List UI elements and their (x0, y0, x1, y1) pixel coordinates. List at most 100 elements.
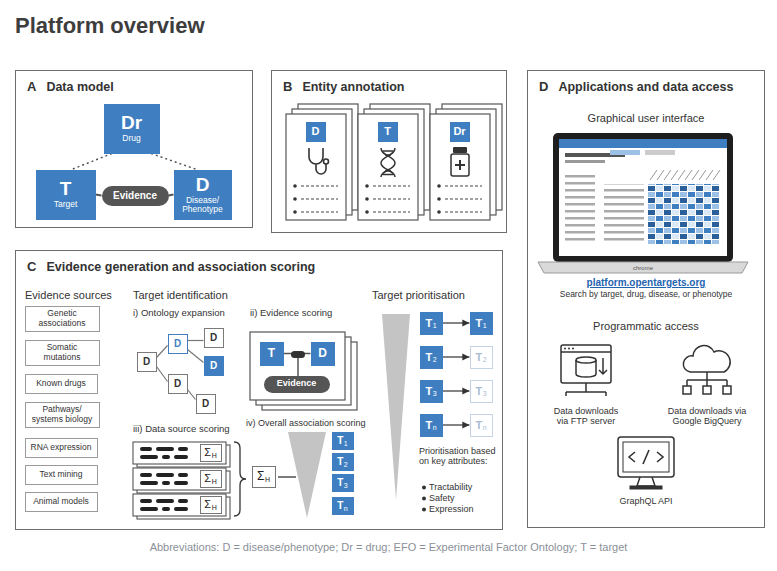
node-text: D (174, 378, 181, 389)
laptop-base (538, 262, 748, 273)
dash-line (373, 185, 410, 186)
target-box: T3 (332, 474, 354, 492)
card (133, 468, 226, 490)
screen-sidebar (565, 172, 595, 244)
node-text: T (268, 347, 275, 360)
node-text: 2 (433, 356, 437, 364)
source-box: Animal models (25, 492, 98, 512)
connector-arrow (443, 322, 470, 323)
panel-title: B (283, 79, 292, 94)
node-text: D (143, 356, 150, 367)
node-text: T (425, 385, 432, 397)
connector-line (188, 340, 204, 341)
dash (140, 499, 152, 503)
connector-arrow (443, 424, 470, 425)
dash-line (445, 198, 482, 199)
dash (174, 507, 188, 511)
connector-line (72, 154, 112, 170)
screen-tab (610, 150, 640, 155)
node-text: Genetic associations (30, 309, 95, 328)
target-box: T2 (332, 453, 354, 471)
monitor-icon (618, 437, 674, 489)
node-text: D (318, 347, 327, 360)
ontology-node: D (168, 374, 188, 394)
node-text: 3 (433, 390, 437, 398)
dna-strand (381, 148, 395, 177)
node-text: D (210, 332, 217, 343)
bottle-cross (455, 160, 465, 170)
network-node (703, 386, 711, 394)
card-stack (286, 104, 502, 220)
connector-arrow (443, 390, 470, 391)
node-text: 2 (344, 461, 348, 469)
bullet (293, 184, 297, 188)
node-text: 3 (344, 482, 348, 490)
panel-heading: AData model (27, 77, 114, 95)
icon-caption: GraphQL API (596, 496, 696, 506)
panel-title: Applications and data access (558, 80, 733, 94)
panel-title: Data model (46, 80, 113, 94)
node-text: T (337, 500, 343, 511)
dash (174, 455, 188, 459)
target-box: Tn (332, 497, 354, 515)
pill-bottle-icon (451, 147, 469, 176)
bullet-text: Safety (429, 493, 455, 503)
brace (234, 442, 246, 516)
section-label: Target identification (133, 289, 228, 302)
card-stack (250, 332, 357, 410)
dash-line (301, 211, 338, 212)
node-text: 1 (433, 322, 437, 330)
dash (162, 507, 170, 511)
node-text: Disease/ Phenotype (176, 196, 230, 215)
ranking-triangle (382, 314, 410, 500)
icon-caption: Data downloads via Google BigQuery (659, 406, 755, 427)
node-text: Known drugs (36, 379, 86, 388)
node-text: RNA expression (31, 443, 92, 452)
target-box: Tn (470, 414, 493, 437)
link-pill (291, 351, 305, 358)
bullet (365, 184, 369, 188)
node-text: D (210, 360, 217, 371)
node-text: Σ (204, 498, 211, 510)
bullet-dots (293, 184, 441, 214)
entity-box: D (311, 342, 335, 366)
card (358, 114, 418, 220)
card (250, 332, 345, 400)
bullet (293, 197, 297, 201)
node-text: Somatic mutations (30, 343, 95, 362)
node-text: Dr (121, 113, 142, 134)
section-label: Target prioritisation (372, 289, 465, 302)
entity-badge: T (378, 122, 398, 142)
dash (174, 481, 188, 485)
source-box: Pathways/ systems biology (25, 402, 100, 428)
node-text: Animal models (33, 497, 89, 506)
ontology-node: D (204, 356, 224, 376)
laptop-illustration (538, 133, 748, 273)
dash (178, 447, 188, 451)
dna-icon (381, 148, 395, 177)
dash-line (301, 185, 338, 186)
node-text: Evidence (113, 190, 157, 201)
node-text: H (212, 452, 217, 460)
step-label: ii) Evidence scoring (250, 308, 332, 319)
network-line (566, 383, 606, 396)
card (133, 494, 226, 516)
node-text: 2 (483, 356, 487, 364)
network-line (687, 372, 727, 386)
dash (140, 481, 158, 485)
step-label: iv) Overall association scoring (246, 418, 366, 428)
evidence-pill: Evidence (102, 186, 169, 206)
dash-line (445, 185, 482, 186)
card (286, 114, 346, 220)
node-text: T (60, 179, 72, 200)
dash (156, 499, 174, 503)
window-frame (561, 345, 611, 383)
monitor-base (630, 486, 662, 489)
window-dots (564, 348, 574, 350)
screen-subtitle (565, 160, 605, 163)
card (430, 114, 490, 220)
node-text: T (337, 456, 343, 467)
bottle-cap (453, 147, 467, 153)
dash (162, 455, 170, 459)
row-names (604, 184, 644, 244)
